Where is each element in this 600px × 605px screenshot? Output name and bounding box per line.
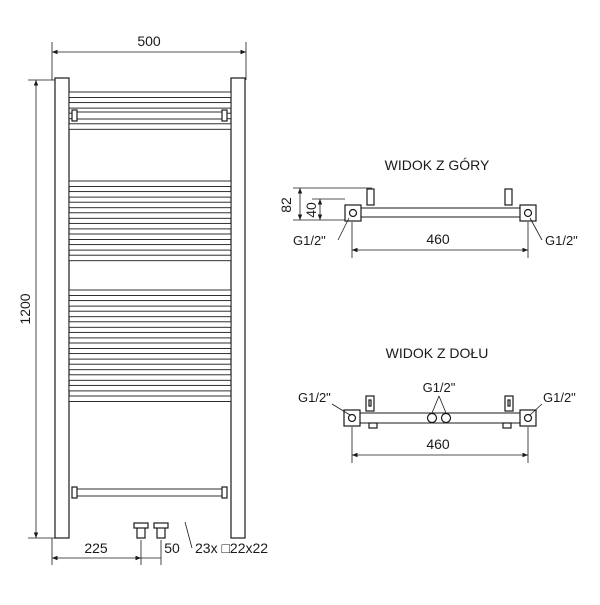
bottom-valves <box>133 522 169 539</box>
top-thread-right-leader <box>529 217 543 241</box>
top-left-port-icon <box>348 208 358 218</box>
tube-bar <box>68 244 232 251</box>
top-view-title: WIDOK Z GÓRY <box>385 157 490 173</box>
top-view: WIDOK Z GÓRY 82 40 G1/2" G1/2" 460 <box>278 157 578 258</box>
top-hanger-clip-left <box>71 109 78 122</box>
bottom-thread-center: G1/2" <box>423 380 456 395</box>
tube-bar <box>68 289 232 296</box>
tube-bar <box>68 201 232 209</box>
bottom-view-title: WIDOK Z DOŁU <box>386 345 489 361</box>
valve-right-cap-icon <box>153 522 169 529</box>
top-460-label: 460 <box>426 231 450 247</box>
tube-bar <box>68 331 232 339</box>
offset-label: 225 <box>84 540 108 556</box>
bottom-thread-right-leader <box>529 403 543 416</box>
tube-bar <box>68 91 232 98</box>
tube-bar <box>68 384 232 392</box>
top-hanger-clip-right <box>221 109 228 122</box>
tube-bar <box>68 353 232 360</box>
spacing-label: 50 <box>164 540 180 556</box>
top-thread-left-leader <box>337 217 350 241</box>
front-view: 500 1200 225 50 <box>17 33 268 565</box>
profile-leader <box>184 521 193 549</box>
tube-bar <box>68 123 232 130</box>
valve-right-icon <box>156 526 166 539</box>
tube-bar <box>68 374 232 381</box>
tube-bar <box>68 254 232 262</box>
bottom-thread-right: G1/2" <box>543 390 576 405</box>
bottom-center-port-right-icon <box>440 412 452 424</box>
tube-bar <box>68 191 232 198</box>
top-thread-right: G1/2" <box>545 233 578 248</box>
bottom-460-label: 460 <box>426 436 450 452</box>
left-rail <box>54 77 70 539</box>
bottom-right-bracket-slot <box>507 399 511 407</box>
top-right-bracket <box>504 188 513 206</box>
bottom-center-port-left-icon <box>426 412 438 424</box>
width-label: 500 <box>137 33 161 49</box>
bottom-thread-left-leader <box>331 403 351 416</box>
bottom-left-foot <box>368 422 378 429</box>
valve-left-cap-icon <box>133 522 149 529</box>
bottom-hanger-bar <box>73 488 227 497</box>
tube-bar <box>68 212 232 219</box>
tube-bar <box>68 310 232 318</box>
bottom-view: WIDOK Z DOŁU G1/2" G1/2" G1/2" 460 <box>298 345 576 463</box>
dim-40-label: 40 <box>303 202 319 218</box>
tube-bar <box>68 180 232 187</box>
bottom-right-foot <box>502 422 512 429</box>
bottom-hanger-clip-left <box>71 486 78 499</box>
right-rail <box>230 77 246 539</box>
tube-bar <box>68 395 232 402</box>
top-thread-left: G1/2" <box>293 233 326 248</box>
tube-bar <box>68 363 232 371</box>
tube-bar <box>68 222 232 230</box>
top-left-bracket <box>366 188 375 206</box>
profile-label: 23x □22x22 <box>195 540 268 556</box>
bottom-right-port-icon <box>523 413 533 423</box>
tube-bar <box>68 102 232 109</box>
bottom-thread-center-leader-1 <box>431 395 440 414</box>
tube-bar <box>68 233 232 240</box>
valve-left-icon <box>136 526 146 539</box>
bottom-hanger-clip-right <box>221 486 228 499</box>
top-right-port-icon <box>523 208 533 218</box>
bottom-thread-center-leader-2 <box>438 395 447 414</box>
height-label: 1200 <box>17 293 33 324</box>
tube-bar <box>68 321 232 328</box>
bottom-thread-left: G1/2" <box>298 390 331 405</box>
bottom-left-port-icon <box>347 413 357 423</box>
bottom-left-bracket-slot <box>368 399 372 407</box>
tube-bar <box>68 342 232 349</box>
top-hanger-bar <box>73 111 227 120</box>
tube-bar <box>68 300 232 307</box>
dim-82-label: 82 <box>278 197 294 213</box>
tube-bars <box>68 91 232 402</box>
